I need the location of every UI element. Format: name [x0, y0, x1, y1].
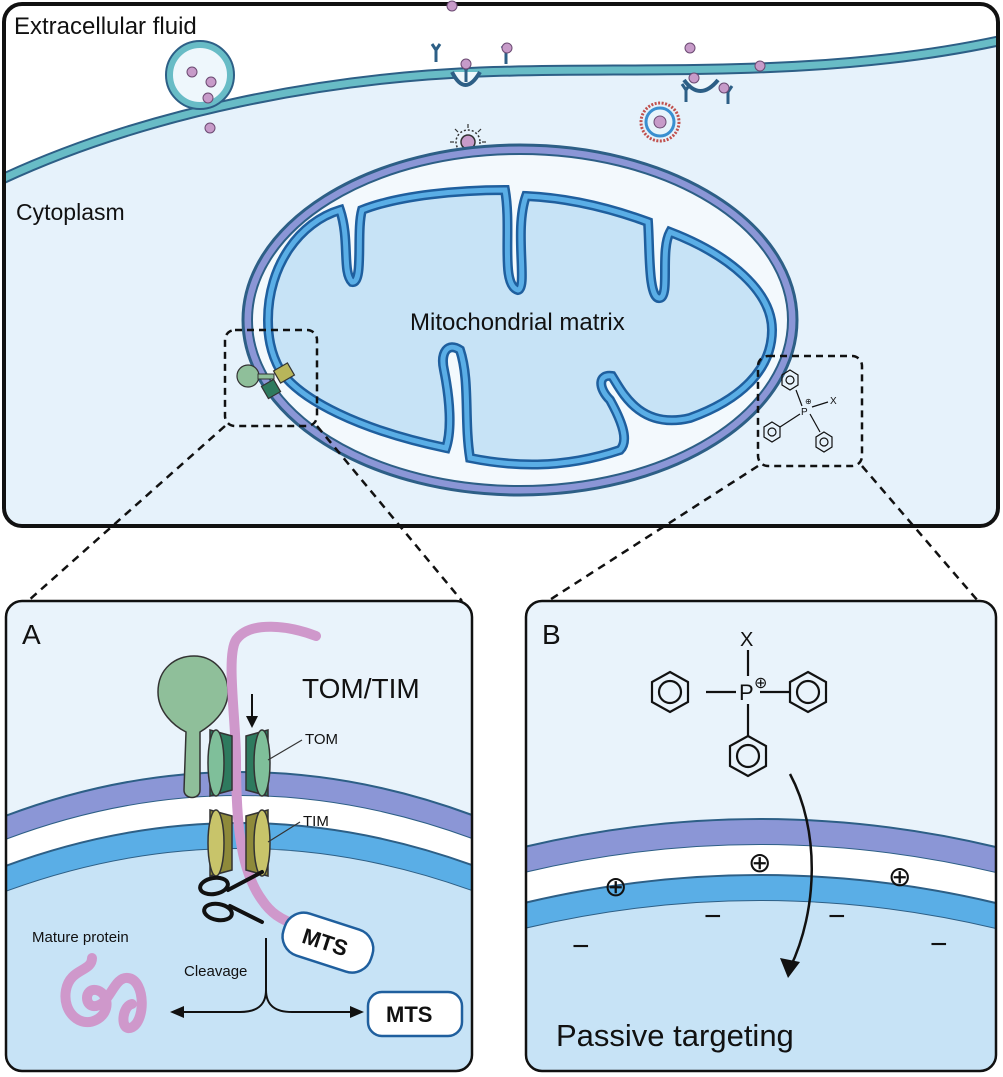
- inset-box-a: [223, 328, 319, 428]
- charge-minus-2: −: [704, 900, 722, 933]
- b-p-charge: ⊕: [754, 675, 767, 692]
- b-p-label: P: [739, 680, 754, 705]
- passive-entry-arrow: [788, 773, 813, 969]
- tom-label: TOM: [305, 731, 338, 748]
- panel-b-caption: Passive targeting: [556, 1018, 794, 1053]
- zoom-connectors: [27, 425, 979, 603]
- cell-overview: P X ⊕ Extracellular fluid Cytoplasm Mito…: [2, 0, 1000, 528]
- mini-charge: ⊕: [805, 397, 812, 406]
- mini-x-label: X: [830, 396, 837, 407]
- tim-channel: [207, 809, 271, 877]
- panel-a: A TOM/TIM TOM TIM MTS Mature protein Cle…: [4, 599, 474, 1073]
- tim-label: TIM: [303, 813, 329, 830]
- liposome-icon: [639, 101, 681, 143]
- mini-tom-tim-icon: [236, 362, 296, 400]
- scissors-icon: [198, 870, 264, 924]
- inset-box-b: [756, 354, 864, 468]
- tpp-molecule: [650, 650, 828, 778]
- cleavage-arrows: [180, 938, 352, 1013]
- panel-a-letter: A: [22, 619, 41, 650]
- charge-plus-1: ⊕: [604, 871, 627, 902]
- mts-label-2: MTS: [386, 1002, 432, 1027]
- receptor-mediated-pit: [430, 0, 513, 87]
- matrix-label: Mitochondrial matrix: [410, 309, 625, 336]
- cleavage-label: Cleavage: [184, 963, 247, 980]
- panel-b: B X P ⊕ ⊕ ⊕ ⊕ − − − − Passive targeting: [524, 599, 998, 1073]
- panel-b-letter: B: [542, 619, 561, 650]
- coated-vesicle-icon: [450, 124, 486, 160]
- b-x-label: X: [740, 629, 753, 651]
- charge-minus-4: −: [930, 928, 948, 961]
- endocytic-vesicle: [165, 40, 235, 134]
- charge-plus-3: ⊕: [888, 861, 911, 892]
- tom-channel: [207, 729, 271, 797]
- mini-tpp-molecule: [763, 369, 833, 453]
- arrow-down-icon: [246, 694, 258, 728]
- mini-p-label: P: [801, 407, 808, 418]
- mts-tag-free: [366, 990, 464, 1038]
- precursor-protein: [226, 621, 321, 931]
- charge-minus-1: −: [572, 930, 590, 963]
- membrane-receptors-right: [680, 42, 766, 104]
- mature-protein: [60, 953, 147, 1033]
- mature-label: Mature protein: [32, 929, 129, 946]
- charge-plus-2: ⊕: [748, 847, 771, 878]
- panel-a-title: TOM/TIM: [302, 673, 420, 704]
- mts-tag-attached: [281, 911, 375, 974]
- extracellular-label: Extracellular fluid: [14, 13, 197, 40]
- charge-minus-3: −: [828, 900, 846, 933]
- tom-receptor: [157, 655, 229, 799]
- cytoplasm-label: Cytoplasm: [16, 199, 125, 225]
- mitochondrion: [241, 143, 799, 497]
